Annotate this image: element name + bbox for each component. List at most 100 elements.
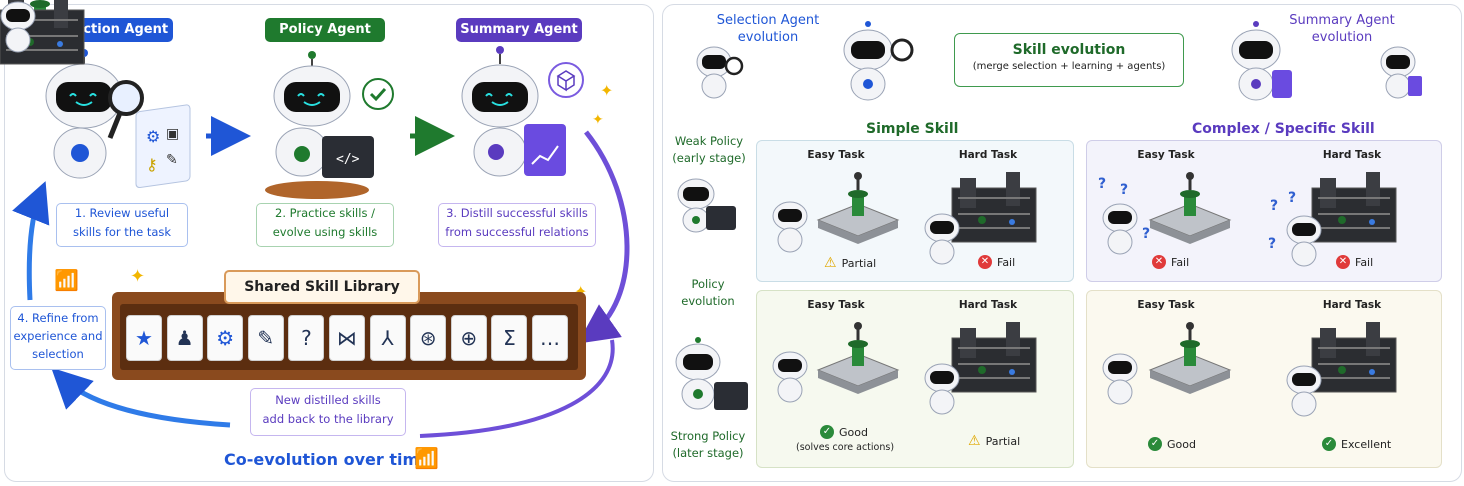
- policy-agent-badge: Policy Agent: [265, 18, 385, 42]
- question-mark-icon: ?: [1120, 182, 1129, 198]
- hard-task-device-icon: [951, 171, 1037, 243]
- weak-policy-label: Weak Policy (early stage): [668, 133, 750, 167]
- result-text: Excellent: [1341, 437, 1392, 451]
- result-text: Fail: [1171, 255, 1190, 269]
- skill-card-icon: ⚙ ▣ ⚷ ✎: [135, 104, 191, 188]
- strong-policy-robot-icon: [675, 337, 748, 410]
- result-strong-simple-easy: ✓ Good: [820, 425, 868, 439]
- selection-robot-icon: [45, 49, 144, 179]
- new-skills-box: New distilled skills add back to the lib…: [250, 388, 406, 436]
- check-icon: ✓: [820, 425, 834, 439]
- small-selection-robot-icon: [696, 46, 744, 99]
- result-strong-complex-hard: ✓ Excellent: [1322, 437, 1391, 451]
- step-practice-line1: 2. Practice skills /: [275, 206, 375, 220]
- arrow-library-return: [419, 339, 615, 438]
- result-weak-simple-hard: ✕ Fail: [978, 255, 1015, 269]
- svg-text:</>: </>: [336, 152, 360, 167]
- hard-task-label: Hard Task: [1322, 149, 1382, 161]
- step-review-line1: 1. Review useful: [74, 206, 170, 220]
- task-robot-icon: [0, 1, 36, 53]
- easy-task-label: Easy Task: [1137, 299, 1195, 311]
- result-weak-simple-easy: ⚠ Partial: [824, 255, 876, 271]
- hard-task-device-icon: [1311, 321, 1397, 393]
- sparkle-icon: ✦: [130, 266, 146, 287]
- hard-task-label: Hard Task: [1322, 299, 1382, 311]
- sigma-icon: Σ: [491, 315, 528, 361]
- warning-icon: ⚠: [824, 255, 837, 271]
- small-summary-robot-icon: [1380, 46, 1422, 99]
- weak-policy-robot-icon: [677, 178, 736, 233]
- question-icon: ?: [288, 315, 325, 361]
- step-refine-line3: selection: [32, 347, 84, 361]
- svg-text:⚷: ⚷: [146, 155, 158, 174]
- globe-icon: ⊕: [450, 315, 487, 361]
- result-text: Good: [839, 425, 868, 439]
- easy-task-label: Easy Task: [807, 149, 865, 161]
- step-refine-box: 4. Refine from experience and selection: [10, 306, 106, 370]
- svg-text:✦: ✦: [600, 81, 613, 100]
- easy-task-device-icon: [1148, 170, 1232, 246]
- summary-evolution-line2: evolution: [1311, 30, 1373, 45]
- result-note: (solves core actions): [796, 442, 895, 453]
- result-strong-simple-hard: ⚠ Partial: [968, 433, 1020, 449]
- easy-task-label: Easy Task: [1137, 149, 1195, 161]
- result-text: Fail: [1355, 255, 1374, 269]
- question-mark-icon: ?: [1268, 236, 1277, 252]
- svg-text:⚙: ⚙: [146, 127, 160, 146]
- question-mark-icon: ?: [1098, 176, 1107, 192]
- result-strong-complex-easy: ✓ Good: [1148, 437, 1196, 451]
- easy-task-device-icon: [816, 170, 900, 246]
- question-mark-icon: ?: [1288, 190, 1297, 206]
- policy-agent-label: Policy Agent: [279, 22, 371, 37]
- arrow-to-refine: [51, 367, 231, 428]
- step-practice-box: 2. Practice skills / evolve using skills: [256, 203, 394, 247]
- step-distill-box: 3. Distill successful skills from succes…: [438, 203, 596, 247]
- fail-icon: ✕: [1152, 255, 1166, 269]
- hard-task-label: Hard Task: [958, 149, 1018, 161]
- ellipsis-icon: …: [532, 315, 568, 361]
- policy-evolution-label: Policy evolution: [672, 276, 744, 310]
- skill-library-shelf: ★♟⚙✎?⋈⅄⊛⊕Σ…: [112, 292, 586, 380]
- network-icon: ⋈: [329, 315, 365, 361]
- wrench-icon: ✎: [247, 315, 284, 361]
- task-robot-icon: [1102, 203, 1138, 255]
- new-skills-line2: add back to the library: [262, 412, 394, 426]
- summary-agent-label: Summary Agent: [460, 22, 578, 37]
- fail-icon: ✕: [1336, 255, 1350, 269]
- result-text: Partial: [985, 434, 1021, 448]
- skill-evolution-title: Skill evolution: [1012, 42, 1126, 58]
- task-robot-icon: [772, 201, 808, 253]
- result-text: Fail: [997, 255, 1016, 269]
- complex-skill-heading: Complex / Specific Skill: [1192, 121, 1375, 137]
- step-review-box: 1. Review useful skills for the task: [56, 203, 188, 247]
- skill-tiles-row: ★♟⚙✎?⋈⅄⊛⊕Σ…: [126, 315, 572, 361]
- selection-evolution-label: Selection Agent evolution: [712, 12, 824, 46]
- policy-robot-icon: </>: [265, 51, 394, 199]
- task-robot-icon: [772, 351, 808, 403]
- question-mark-icon: ?: [1270, 198, 1279, 214]
- strong-policy-line1: Strong Policy: [670, 429, 746, 443]
- result-text: Partial: [841, 256, 877, 270]
- easy-task-device-icon: [816, 320, 900, 396]
- result-weak-complex-easy: ✕ Fail: [1152, 255, 1189, 269]
- mid-selection-robot-icon: [843, 21, 914, 101]
- check-icon: ✓: [1322, 437, 1336, 451]
- summary-evolution-label: Summary Agent evolution: [1286, 12, 1398, 46]
- step-practice-line2: evolve using skills: [272, 225, 378, 239]
- svg-text:✦: ✦: [592, 112, 604, 128]
- flow-icon: ⅄: [369, 315, 406, 361]
- step-refine-line2: experience and: [13, 329, 103, 343]
- summary-agent-badge: Summary Agent: [456, 18, 582, 42]
- summary-robot-icon: ✦ ✦: [461, 46, 613, 177]
- strong-policy-label: Strong Policy (later stage): [666, 428, 750, 462]
- team-icon: ♟: [166, 315, 203, 361]
- svg-text:✎: ✎: [166, 152, 178, 168]
- skill-evolution-subtitle: (merge selection + learning + agents): [972, 61, 1166, 72]
- step-distill-line1: 3. Distill successful skills: [446, 206, 588, 220]
- warning-icon: ⚠: [968, 433, 981, 449]
- svg-text:▣: ▣: [166, 126, 179, 142]
